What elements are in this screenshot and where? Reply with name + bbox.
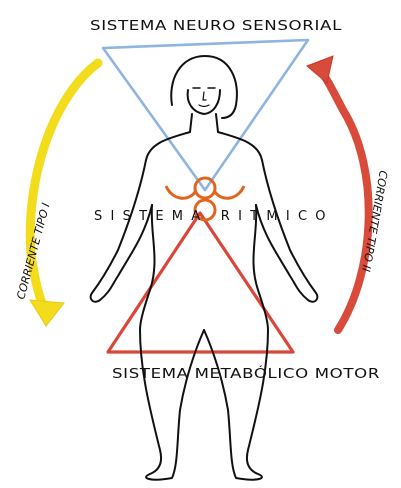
label-ritmico: SISTEMA RITMICO	[94, 209, 326, 224]
left-breast-curve	[166, 186, 195, 198]
neuro-sensory-triangle	[103, 40, 308, 190]
arrow-left-head	[30, 300, 64, 326]
right-breast-curve	[215, 186, 244, 198]
label-neuro-sensorial: SISTEMA NEURO SENSORIAL	[90, 19, 342, 34]
figure-neck	[190, 114, 218, 132]
human-figure	[91, 56, 318, 480]
figure-mouth	[199, 105, 209, 107]
arrow-right-curve	[320, 70, 369, 330]
arrow-left-curve	[30, 63, 98, 310]
figure-nose	[203, 92, 206, 100]
figure-hair	[171, 56, 237, 118]
label-metabolico-motor: SISTEMA METABÓLICO MOTOR	[112, 366, 380, 382]
